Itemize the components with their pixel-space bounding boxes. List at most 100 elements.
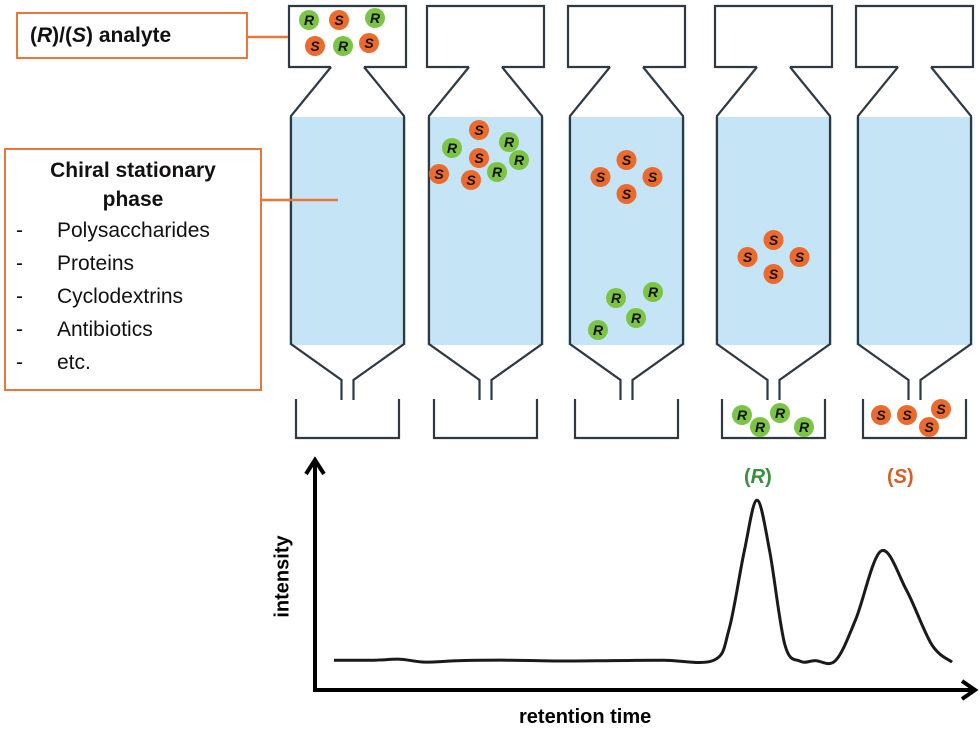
s-enantiomer-bead: S	[931, 399, 951, 419]
bead-circle	[642, 167, 663, 187]
bullet: -	[16, 285, 23, 308]
bead-circle	[499, 132, 519, 152]
s-enantiomer-bead: S	[329, 10, 349, 30]
s-enantiomer-bead: S	[871, 405, 891, 425]
stationary-phase-title: Chiral stationary phase	[6, 156, 260, 214]
s-enantiomer-bead: S	[616, 150, 637, 170]
s-enantiomer-bead: S	[469, 148, 489, 168]
bullet: -	[16, 351, 23, 374]
bead-letter: S	[769, 266, 779, 282]
bead-circle	[794, 417, 814, 437]
bead-circle	[763, 230, 784, 250]
list-item: - Cyclodextrins	[16, 280, 260, 313]
bead-circle	[588, 320, 608, 340]
stationary-phase-title-line2: phase	[102, 188, 164, 211]
list-item-text: Cyclodextrins	[57, 285, 184, 308]
bead-letter: S	[902, 407, 912, 423]
bead-letter: S	[434, 166, 444, 182]
collection-vessel	[720, 399, 827, 440]
bead-letter: S	[936, 401, 946, 417]
x-axis-arrowhead	[960, 679, 979, 701]
bead-circle	[626, 308, 646, 328]
bead-letter: S	[648, 169, 658, 185]
bead-circle	[469, 148, 489, 168]
s-enantiomer-bead: S	[897, 405, 917, 425]
bead-circle	[305, 36, 325, 56]
bead-circle	[871, 405, 891, 425]
chromatogram-chart	[304, 456, 979, 701]
y-axis-label: intensity	[271, 535, 294, 618]
list-item-text: etc.	[57, 351, 91, 374]
r-enantiomer-bead: R	[606, 288, 626, 308]
bead-letter: R	[611, 290, 622, 306]
bead-circle	[461, 170, 481, 190]
bead-circle	[509, 150, 529, 170]
collection-vessel	[573, 399, 680, 440]
s-enantiomer-bead: S	[616, 184, 637, 204]
s-enantiomer-bead: S	[763, 230, 784, 250]
bead-letter: S	[876, 407, 886, 423]
bead-circle	[590, 167, 611, 187]
r-enantiomer-bead: R	[509, 150, 529, 170]
bead-circle	[789, 247, 810, 267]
bead-circle	[469, 120, 489, 140]
stationary-phase-title-line1: Chiral stationary	[50, 159, 216, 182]
bead-letter: R	[631, 310, 642, 326]
bead-circle	[616, 184, 637, 204]
bead-letter: S	[334, 12, 344, 28]
bullet: -	[16, 318, 23, 341]
bead-circle	[750, 417, 770, 437]
peak-label-r: (R)	[744, 466, 772, 488]
bead-circle	[732, 405, 752, 425]
bead-circle	[606, 288, 626, 308]
bullet: -	[16, 219, 23, 242]
bead-letter: R	[593, 322, 604, 338]
y-axis-arrowhead	[304, 456, 326, 476]
stationary-phase-list: - Polysaccharides - Proteins - Cyclodextrin…	[6, 214, 260, 379]
s-enantiomer-bead: S	[469, 120, 489, 140]
list-item: - etc.	[16, 346, 260, 379]
r-enantiomer-bead: R	[643, 282, 663, 302]
r-enantiomer-bead: R	[499, 132, 519, 152]
bead-circle	[643, 282, 663, 302]
bead-circle	[770, 403, 790, 423]
r-enantiomer-bead: R	[588, 320, 608, 340]
analyte-label: (R)/(S) analyte	[30, 23, 172, 47]
list-item-text: Proteins	[57, 252, 135, 275]
r-enantiomer-bead: R	[626, 308, 646, 328]
bead-letter: R	[799, 419, 810, 435]
bead-letter: R	[648, 284, 659, 300]
s-enantiomer-bead: S	[429, 164, 449, 184]
bead-letter: S	[622, 152, 632, 168]
bead-circle	[333, 36, 353, 56]
bead-circle	[442, 138, 462, 158]
s-enantiomer-bead: S	[461, 170, 481, 190]
r-enantiomer-bead: R	[365, 8, 385, 28]
bead-letter: R	[304, 12, 315, 28]
chromatogram-line	[333, 498, 953, 666]
s-enantiomer-bead: S	[919, 417, 939, 437]
bullet: -	[16, 252, 23, 275]
bead-letter: R	[504, 134, 515, 150]
bead-letter: R	[338, 38, 349, 54]
list-item-text: Antibiotics	[57, 318, 153, 341]
r-enantiomer-bead: R	[442, 138, 462, 158]
column-outline	[287, 4, 408, 400]
bead-circle	[299, 10, 319, 30]
bead-circle	[616, 150, 637, 170]
s-enantiomer-bead: S	[642, 167, 663, 187]
list-item-text: Polysaccharides	[57, 219, 210, 242]
s-enantiomer-bead: S	[305, 36, 325, 56]
s-enantiomer-bead: S	[359, 33, 379, 53]
r-enantiomer-bead: R	[732, 405, 752, 425]
s-enantiomer-bead: S	[737, 247, 758, 267]
column-outline	[713, 4, 834, 400]
r-enantiomer-bead: R	[794, 417, 814, 437]
analyte-label-box: (R)/(S) analyte	[16, 12, 248, 59]
bead-letter: S	[795, 249, 805, 265]
bead-letter: R	[775, 405, 786, 421]
bead-circle	[919, 417, 939, 437]
